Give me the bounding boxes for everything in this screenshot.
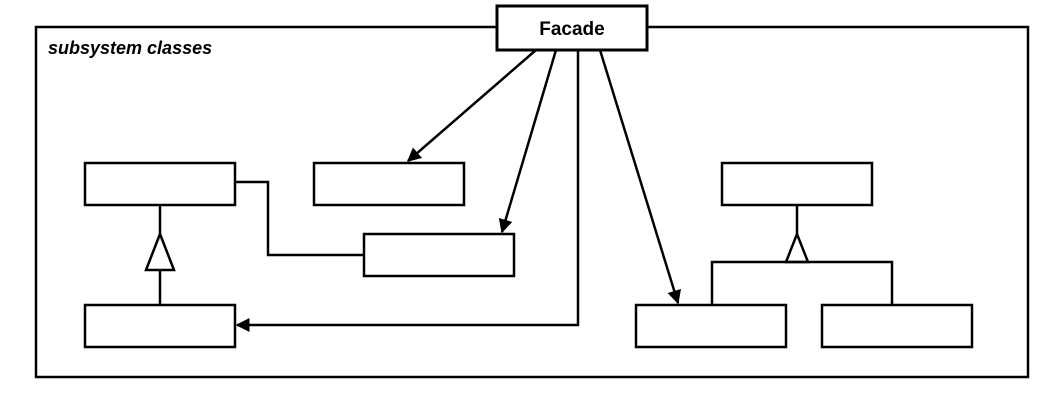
inheritance-triangle-left-icon	[144, 230, 176, 272]
facade-arrow-to-top-middle	[406, 49, 537, 162]
facade-arrow-to-bottom-middle-right	[598, 49, 681, 305]
diagram-layer: subsystem classes Facade	[34, 4, 1030, 379]
subsystem-container-label: subsystem classes	[48, 38, 212, 58]
facade-arrow-to-bottom-left	[235, 50, 580, 332]
association-top-left-to-middle	[235, 180, 364, 257]
facade-class[interactable]	[495, 4, 649, 52]
facade-class-label: Facade	[539, 19, 604, 40]
subsystem-class-top-middle[interactable]	[312, 161, 466, 207]
subsystem-class-bottom-right[interactable]	[820, 303, 974, 349]
subsystem-class-bottom-middle-right[interactable]	[634, 303, 788, 349]
subsystem-class-bottom-left[interactable]	[83, 303, 237, 349]
subsystem-class-middle[interactable]	[362, 232, 516, 278]
facade-arrow-to-middle	[498, 49, 558, 234]
inheritance-branch-right	[710, 260, 894, 305]
subsystem-class-top-right[interactable]	[720, 161, 874, 207]
subsystem-class-top-left[interactable]	[83, 161, 237, 207]
